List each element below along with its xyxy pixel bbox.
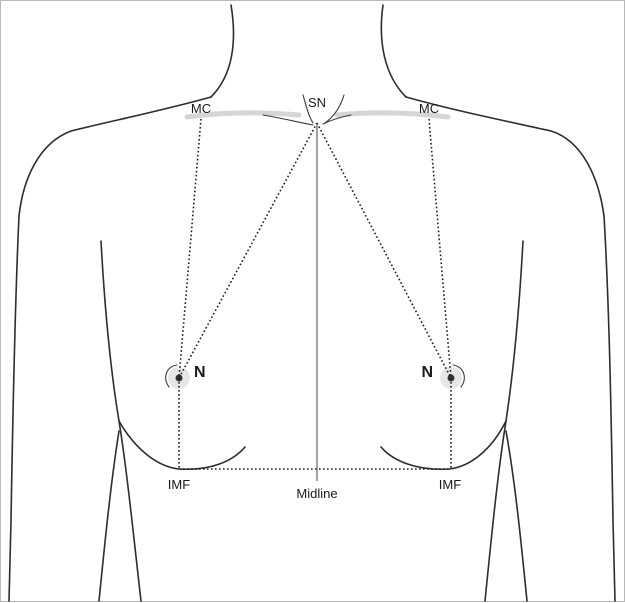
- left-shoulder-outline: [19, 97, 211, 216]
- right-arm-inner-outline: [506, 431, 527, 601]
- left-nipple-label: N: [194, 364, 206, 381]
- right-nipple-label: N: [421, 364, 433, 381]
- right-nipple-icon: [440, 365, 464, 389]
- right-breast-outline: [381, 421, 506, 469]
- left-arm-outer-outline: [9, 216, 19, 601]
- left-mc-label: MC: [191, 101, 211, 116]
- sn-to-left-nipple-line: [179, 123, 317, 378]
- neck-right-outline: [381, 5, 406, 97]
- left-torso-side-outline: [119, 421, 141, 601]
- left-arm-inner-outline: [99, 431, 119, 601]
- right-mc-to-nipple-line: [429, 119, 451, 378]
- left-imf-label: IMF: [168, 477, 190, 492]
- left-nipple-icon: [166, 365, 190, 389]
- right-imf-label: IMF: [439, 477, 461, 492]
- right-underarm-outline: [506, 241, 523, 421]
- midline-label: Midline: [296, 486, 337, 501]
- left-mc-to-nipple-line: [179, 119, 201, 378]
- neck-left-outline: [211, 5, 234, 97]
- left-underarm-outline: [101, 241, 119, 421]
- right-mc-label: MC: [419, 101, 439, 116]
- sn-to-right-nipple-line: [317, 123, 451, 378]
- right-arm-outer-outline: [604, 216, 615, 601]
- sn-label: SN: [308, 95, 326, 110]
- left-breast-outline: [119, 421, 245, 469]
